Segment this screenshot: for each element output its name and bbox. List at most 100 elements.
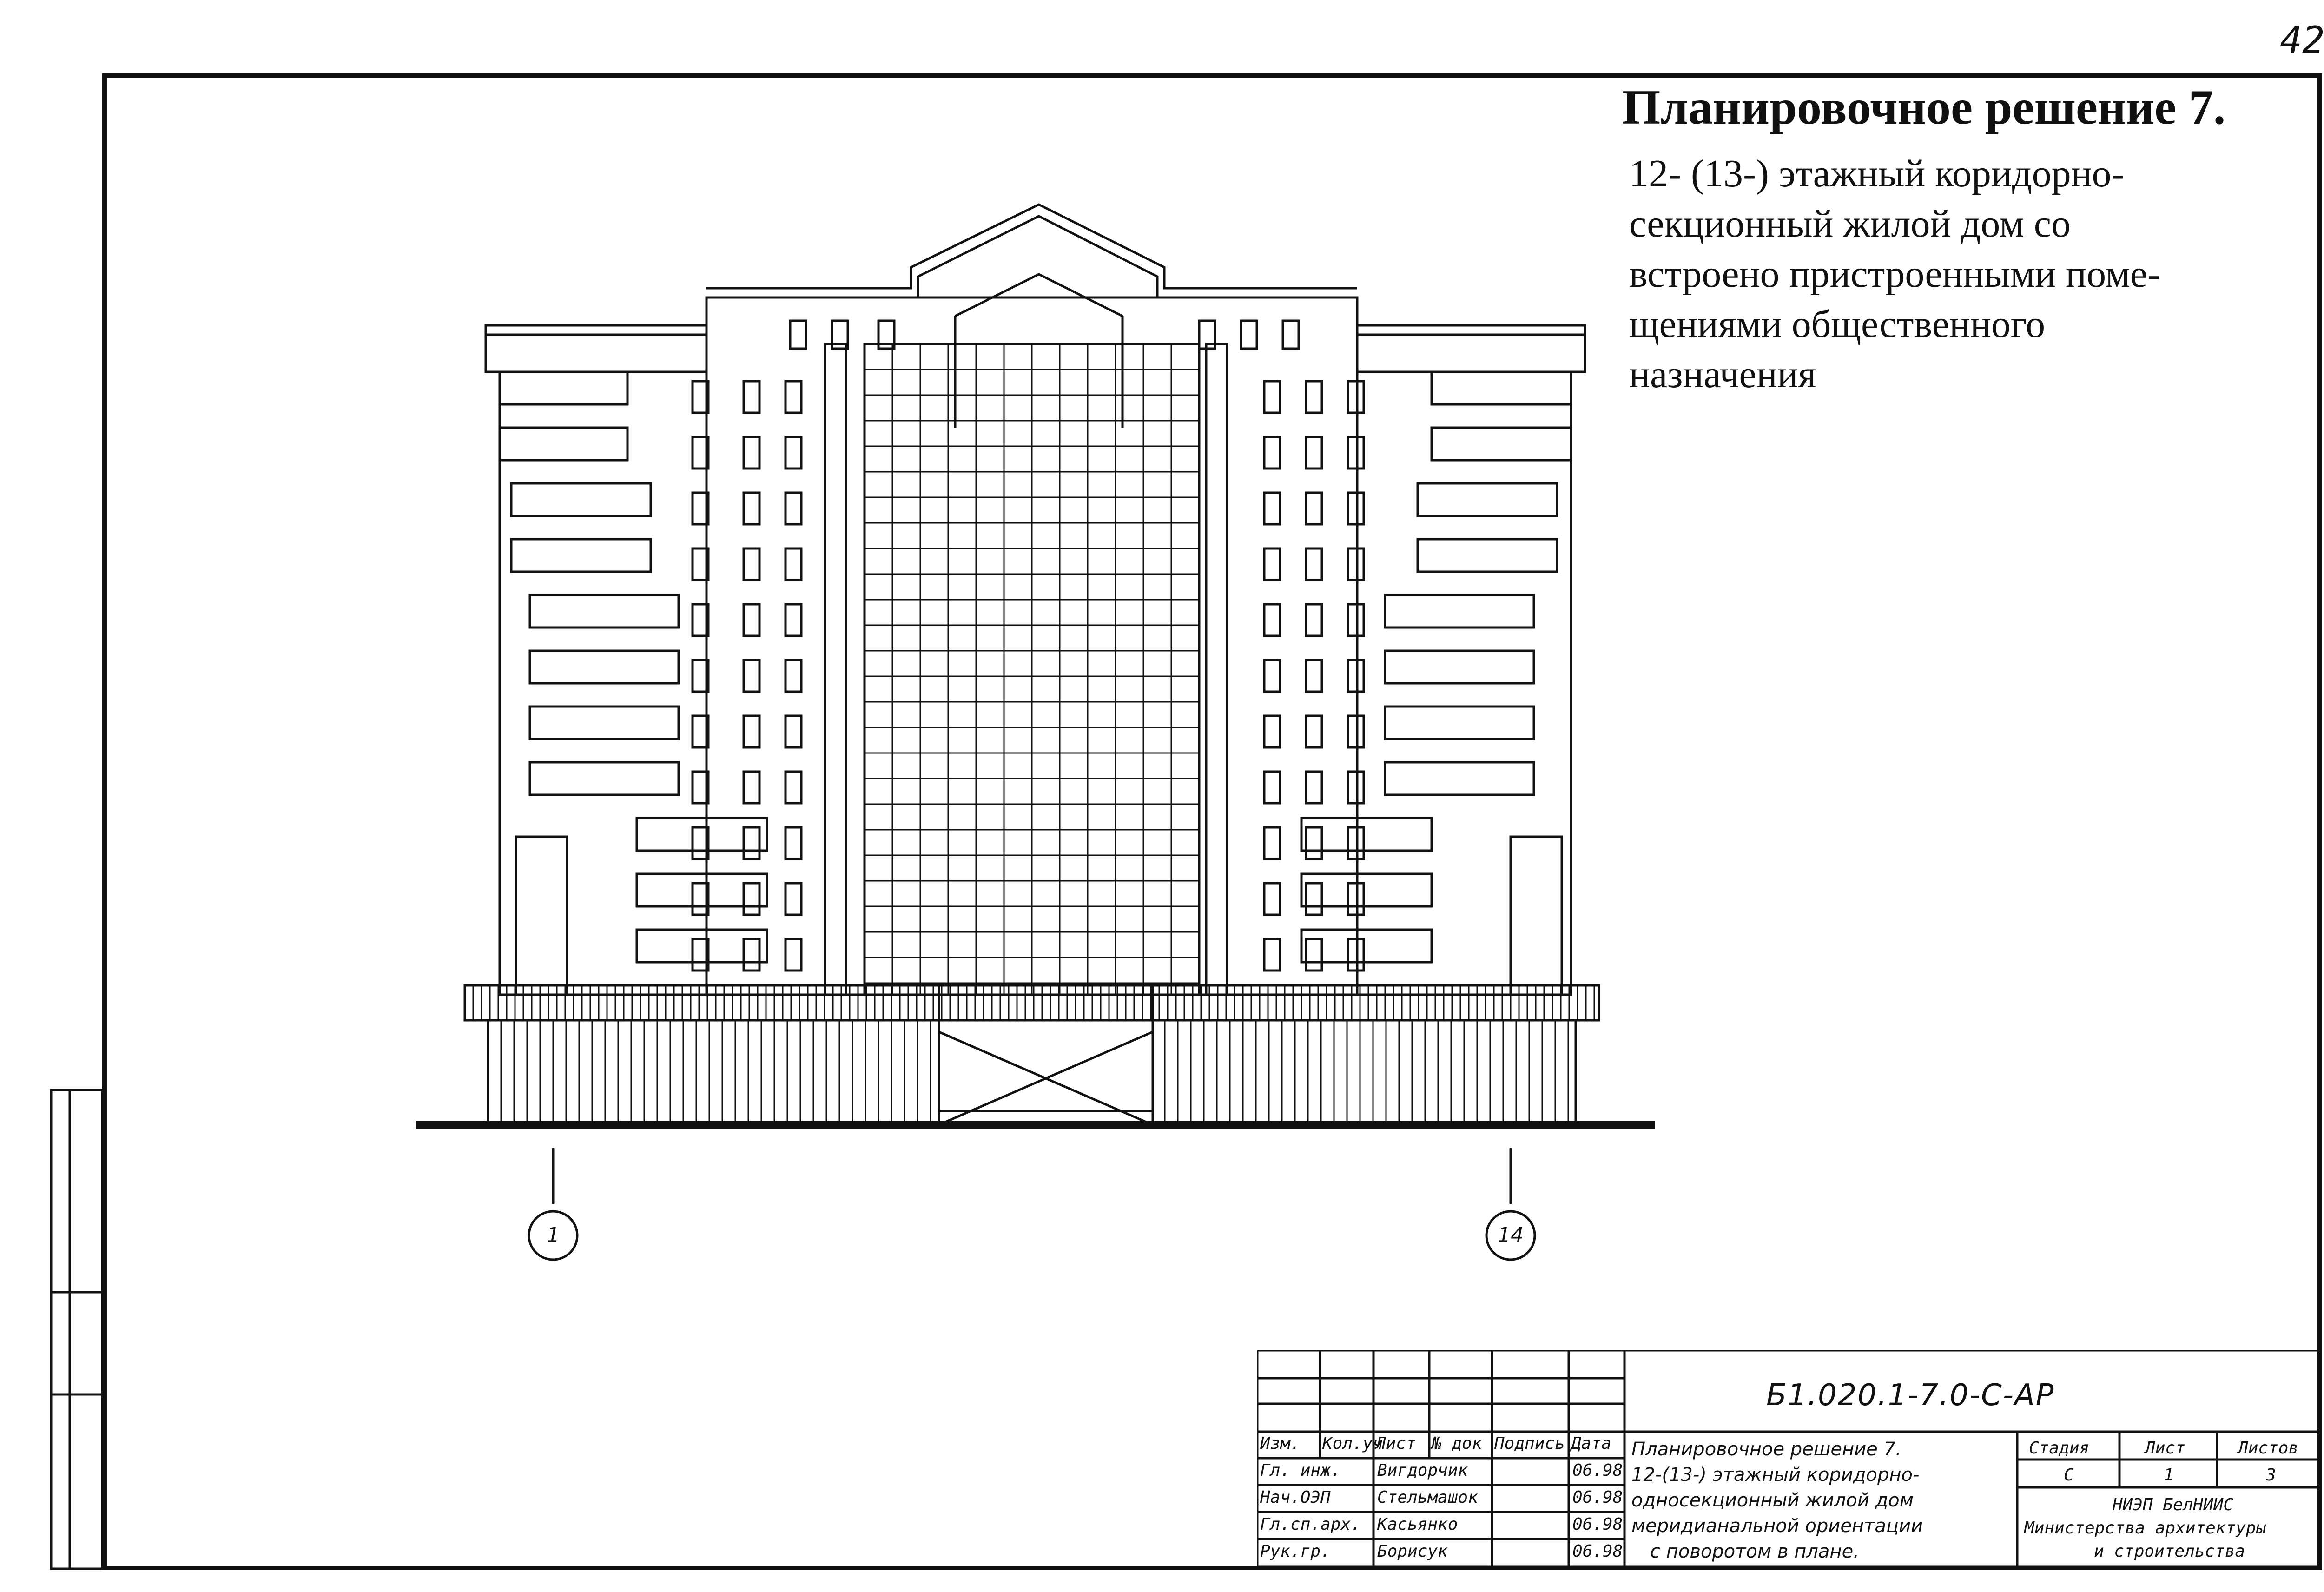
window [784, 770, 803, 805]
window-grid [691, 319, 1365, 972]
axis-marker-14 [1485, 1210, 1536, 1261]
balcony [1384, 761, 1535, 796]
sheet-value: 1 [2164, 1466, 2174, 1485]
window [742, 380, 761, 414]
window [1263, 938, 1281, 972]
window [784, 714, 803, 749]
stage-value: С [2064, 1466, 2074, 1485]
organization-line: НИЭП БелНИИС [2113, 1495, 2234, 1514]
sheets-value: 3 [2266, 1466, 2276, 1485]
window [1347, 491, 1365, 526]
balcony [528, 761, 680, 796]
window [691, 938, 710, 972]
balcony [1416, 482, 1558, 517]
balcony [635, 928, 768, 964]
window [691, 882, 710, 916]
axis-label-1: 1 [547, 1223, 560, 1247]
window [691, 714, 710, 749]
window [742, 547, 761, 581]
window [1347, 547, 1365, 581]
window [1263, 826, 1281, 860]
window [691, 826, 710, 860]
pilaster [824, 343, 847, 996]
balcony [510, 538, 652, 573]
balcony [528, 705, 680, 740]
window [784, 603, 803, 637]
balcony [1384, 594, 1535, 629]
window [1305, 380, 1323, 414]
window [1305, 882, 1323, 916]
stamp-role: Гл. инж. [1260, 1461, 1341, 1480]
balcony [498, 370, 629, 406]
window [784, 659, 803, 693]
sheet-description-line: назначения [1629, 353, 1816, 396]
page-number: 42 [2280, 19, 2324, 62]
axis-label-14: 14 [1498, 1223, 1524, 1247]
window [691, 603, 710, 637]
window [1281, 319, 1300, 350]
stamp-name: Стельмашок [1377, 1488, 1478, 1507]
window [784, 938, 803, 972]
window [742, 882, 761, 916]
window [1263, 659, 1281, 693]
sheet-label: Лист [2145, 1439, 2185, 1458]
balcony [1300, 928, 1433, 964]
window [1263, 380, 1281, 414]
stamp-name: Касьянко [1377, 1515, 1458, 1534]
stamp-header-cell: № док [1432, 1434, 1482, 1453]
stamp-role: Гл.сп.арх. [1260, 1515, 1361, 1534]
window [784, 436, 803, 470]
window [1347, 882, 1365, 916]
window [742, 436, 761, 470]
window [1263, 770, 1281, 805]
window [691, 491, 710, 526]
balcony [528, 594, 680, 629]
stamp-date: 06.98 [1572, 1515, 1623, 1534]
window [831, 319, 849, 350]
window [784, 826, 803, 860]
window [1347, 714, 1365, 749]
window [1305, 491, 1323, 526]
balcony [635, 817, 768, 852]
window [1263, 436, 1281, 470]
stamp-name: Борисук [1377, 1542, 1448, 1561]
window [1347, 659, 1365, 693]
window [1347, 436, 1365, 470]
window [1347, 380, 1365, 414]
window [789, 319, 807, 350]
stamp-role: Рук.гр. [1260, 1542, 1331, 1561]
window [691, 380, 710, 414]
stamp-description-line: Планировочное решение 7. [1631, 1439, 1901, 1460]
stage-label: Стадия [2029, 1439, 2090, 1458]
stamp-header-cell: Подпись [1494, 1434, 1565, 1453]
window [1305, 547, 1323, 581]
window [1305, 770, 1323, 805]
balcony [1430, 370, 1572, 406]
stamp-date: 06.98 [1572, 1461, 1623, 1480]
window [784, 380, 803, 414]
window [691, 547, 710, 581]
window [1347, 770, 1365, 805]
stamp-description-line: 12-(13-) этажный коридорно- [1631, 1464, 1920, 1486]
window [1263, 714, 1281, 749]
stamp-name: Вигдорчик [1377, 1461, 1468, 1480]
sheet-description-line: секционный жилой дом со [1629, 202, 2071, 245]
window [1347, 603, 1365, 637]
window [784, 547, 803, 581]
window [1263, 882, 1281, 916]
window [1305, 826, 1323, 860]
stamp-header-cell: Изм. [1260, 1434, 1301, 1453]
window [784, 491, 803, 526]
balcony [635, 872, 768, 908]
ground-floor-podium [463, 984, 1600, 1126]
window [742, 938, 761, 972]
drawing-frame [102, 73, 2322, 1570]
window [742, 770, 761, 805]
left-roof [484, 324, 708, 373]
title-block: Б1.020.1-7.0-С-АР Изм. Кол.уч Лист № док… [1257, 1350, 2322, 1566]
sheet-description-line: встроено пристроенными поме- [1629, 252, 2160, 296]
window [1240, 319, 1258, 350]
balcony [1416, 538, 1558, 573]
stamp-header-cell: Лист [1376, 1434, 1416, 1453]
sheet-description-line: 12- (13-) этажный коридорно- [1629, 152, 2125, 195]
